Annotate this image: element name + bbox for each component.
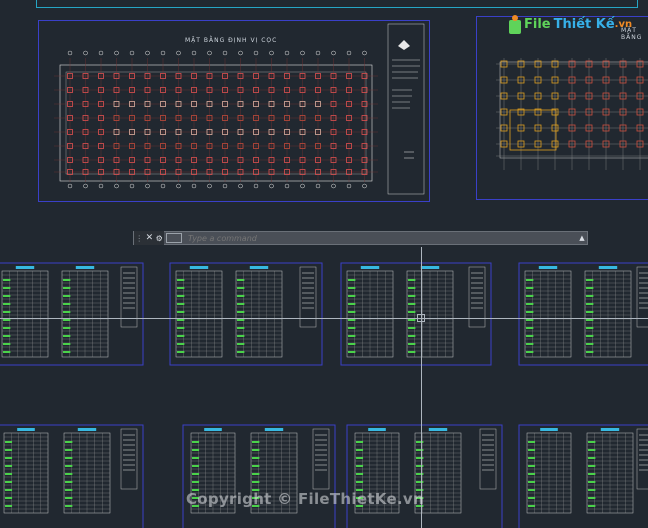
command-line-controls: ⋮ ✕ ⚙: [134, 231, 164, 245]
logo-text-thietke: Thiết Kế: [553, 16, 615, 32]
command-prompt-icon[interactable]: [166, 233, 182, 243]
sheet-plan-left: MẶT BẰNG ĐỊNH VỊ CỌC: [38, 20, 430, 202]
chevron-up-icon[interactable]: ▲: [579, 234, 585, 242]
grip-handle[interactable]: ⋮: [135, 233, 144, 243]
filethietke-logo: File Thiết Kế .vn: [508, 14, 632, 34]
copyright-watermark: Copyright © FileThietKe.vn: [186, 490, 424, 508]
crosshair-horizontal: [0, 318, 648, 319]
sheet-plan-right: MẶT BẰNG: [476, 16, 648, 200]
logo-text-domain: .vn: [614, 18, 633, 30]
plan-left-title: MẶT BẰNG ĐỊNH VỊ CỌC: [185, 37, 278, 44]
logo-text-file: File: [524, 16, 551, 32]
sheet-frame-top: [36, 0, 638, 8]
close-icon[interactable]: ✕: [145, 233, 154, 243]
command-line[interactable]: ⋮ ✕ ⚙ ▲: [133, 231, 588, 245]
wrench-icon[interactable]: ⚙: [155, 233, 163, 243]
plan-right-title: MẶT BẰNG: [621, 27, 643, 41]
logo-icon: [509, 15, 521, 34]
crosshair-vertical: [421, 247, 422, 528]
command-input[interactable]: [182, 231, 577, 245]
crosshair-pickbox: [417, 314, 425, 322]
